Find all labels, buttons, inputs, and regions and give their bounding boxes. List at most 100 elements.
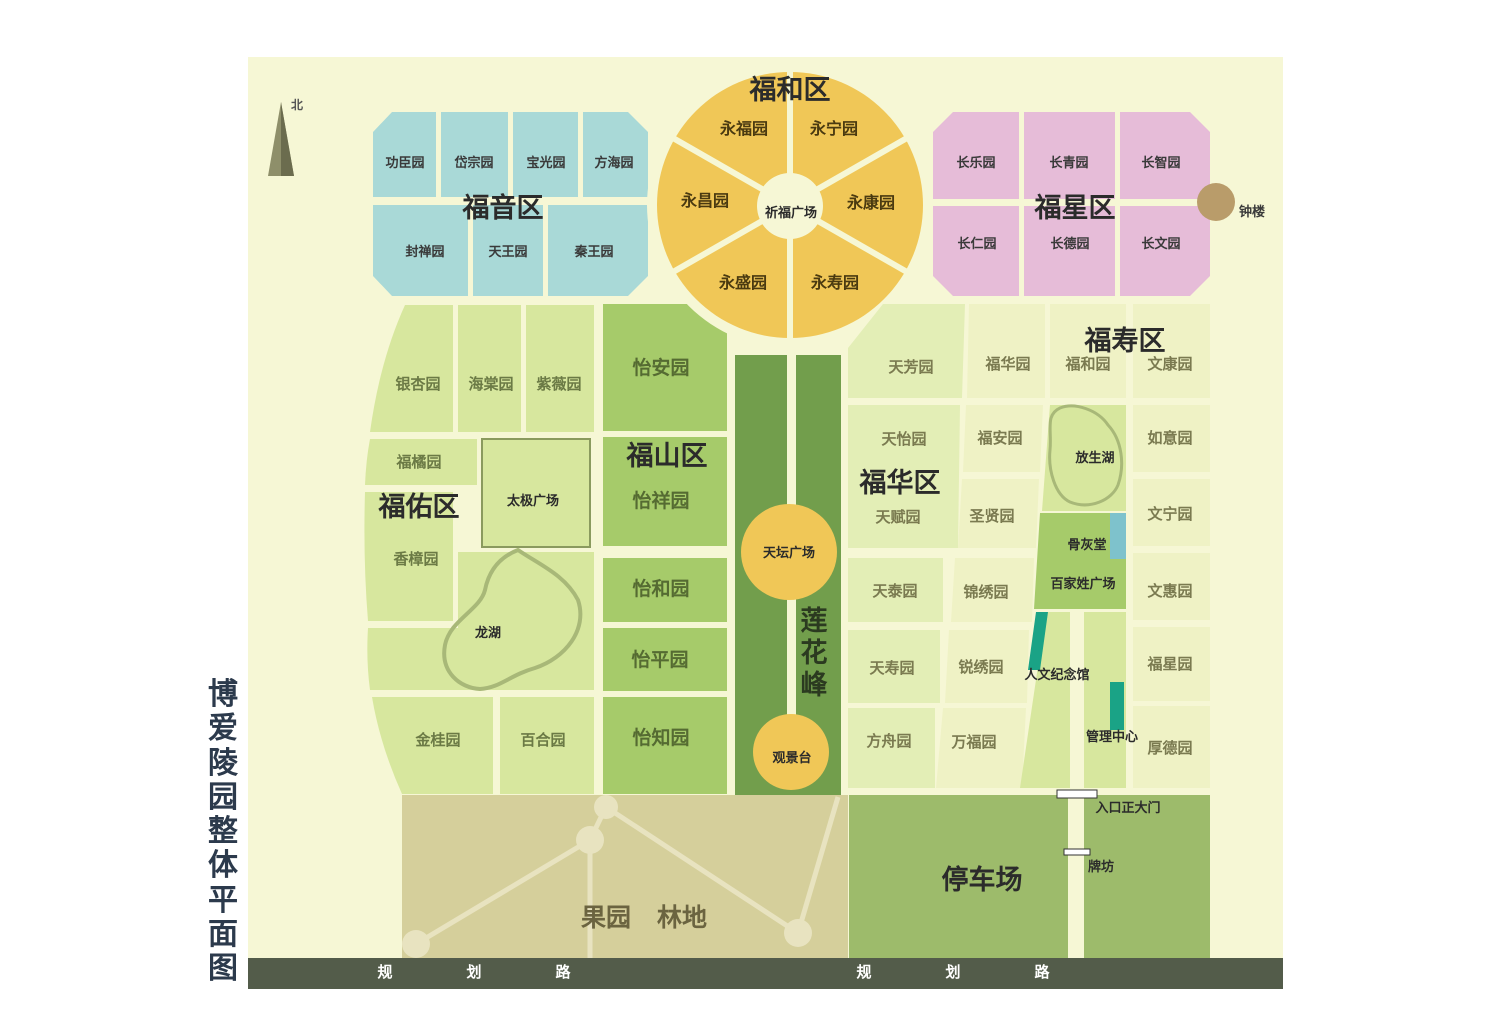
garden-label: 方舟园 (866, 732, 911, 750)
garden-plot[interactable] (967, 304, 1045, 398)
garden-plot[interactable] (963, 405, 1043, 472)
lookout-platform[interactable] (753, 714, 829, 790)
garden-plot[interactable] (1133, 479, 1210, 546)
gate-marker[interactable] (1056, 789, 1098, 799)
taiji-plaza[interactable] (481, 438, 591, 548)
garden-label: 天怡园 (881, 430, 926, 448)
garden-plot[interactable] (458, 305, 521, 432)
garden-plot[interactable] (933, 112, 1019, 199)
garden-plot[interactable] (958, 479, 1039, 548)
garden-plot[interactable] (848, 558, 943, 622)
garden-plot[interactable] (1120, 112, 1210, 199)
orchard-node (402, 930, 430, 958)
garden-label: 天寿园 (869, 659, 914, 677)
garden-label: 银杏园 (395, 375, 440, 393)
garden-plot[interactable] (441, 112, 508, 197)
garden-plot[interactable] (848, 630, 940, 703)
garden-plot[interactable] (1133, 405, 1210, 472)
archway-label: 牌坊 (1088, 859, 1114, 875)
garden-label: 封禅园 (405, 244, 444, 260)
garden-plot[interactable] (603, 558, 727, 622)
fangsheng-area[interactable] (1042, 405, 1126, 511)
district-name-fuyou: 福佑区 (378, 492, 460, 523)
garden-label: 怡知园 (632, 726, 689, 749)
district-name-fuxing: 福星区 (1034, 193, 1116, 224)
qifu-plaza[interactable] (757, 173, 823, 239)
garden-plot[interactable] (1133, 706, 1210, 788)
garden-plot[interactable] (370, 305, 453, 432)
garden-plot[interactable] (365, 439, 477, 485)
road-label: 路 (555, 963, 571, 981)
garden-plot[interactable] (1024, 206, 1115, 296)
dragon-lake[interactable] (442, 547, 583, 692)
garden-plot[interactable] (848, 405, 960, 548)
title-char: 面 (208, 917, 238, 953)
garden-label: 天泰园 (872, 582, 917, 600)
garden-plot[interactable] (548, 205, 648, 296)
main-gate-label: 入口正大门 (1095, 800, 1160, 816)
garden-plot[interactable] (848, 304, 965, 398)
columbarium-marker[interactable] (1110, 513, 1126, 559)
compass-label: 北 (291, 97, 303, 112)
garden-plot[interactable] (373, 205, 468, 296)
title-char: 平 (208, 882, 238, 918)
garden-plot[interactable] (372, 697, 493, 794)
garden-plot[interactable] (848, 708, 935, 788)
garden-plot[interactable] (603, 697, 727, 794)
garden-plot[interactable] (513, 112, 578, 197)
garden-label: 文惠园 (1147, 582, 1192, 600)
fuhe-district (647, 62, 933, 348)
lake-area[interactable] (367, 552, 594, 690)
memorial-strip[interactable] (1020, 612, 1070, 788)
woodland-label: 林地 (657, 903, 707, 932)
bell-tower-marker[interactable] (1197, 183, 1235, 221)
garden-plot[interactable] (1133, 304, 1210, 398)
garden-plot[interactable] (1120, 206, 1210, 296)
garden-plot[interactable] (473, 205, 543, 296)
north-arrow-shadow (281, 102, 294, 176)
title-char: 体 (208, 848, 238, 884)
parking-label: 停车场 (942, 864, 1023, 896)
garden-label: 永盛园 (718, 273, 767, 292)
title-char: 图 (208, 951, 238, 987)
fangsheng-lake[interactable] (1048, 404, 1124, 507)
garden-plot[interactable] (951, 558, 1034, 622)
garden-plot[interactable] (1133, 553, 1210, 620)
garden-plot[interactable] (1133, 627, 1210, 701)
garden-plot[interactable] (945, 630, 1029, 703)
garden-label: 文康园 (1147, 355, 1192, 373)
tiantan-plaza[interactable] (741, 504, 837, 600)
title-char: 整 (208, 814, 238, 850)
garden-label: 紫薇园 (536, 375, 581, 393)
garden-plot[interactable] (583, 112, 648, 197)
garden-plot[interactable] (1024, 112, 1115, 199)
dragon-lake-label: 龙湖 (475, 625, 501, 641)
title-char: 园 (208, 779, 238, 815)
garden-plot[interactable] (603, 304, 727, 431)
parking-lot[interactable] (1084, 795, 1210, 958)
garden-plot[interactable] (603, 628, 727, 691)
garden-plot[interactable] (936, 708, 1026, 788)
garden-label: 金桂园 (414, 731, 460, 749)
parking-area (849, 789, 1210, 958)
garden-plot[interactable] (1050, 304, 1126, 398)
district-name-fushan: 福山区 (626, 441, 708, 472)
orchard-label: 果园 (581, 903, 631, 932)
garden-plot[interactable] (500, 697, 594, 794)
memorial-hall-marker[interactable] (1028, 612, 1048, 670)
road-label: 划 (945, 963, 960, 981)
planned-road (248, 958, 1283, 989)
garden-plot[interactable] (603, 437, 727, 546)
garden-plot[interactable] (933, 206, 1019, 296)
garden-plot[interactable] (364, 492, 453, 621)
management-marker[interactable] (1110, 682, 1124, 730)
columbarium-block[interactable] (1034, 513, 1126, 609)
district-name-fuhe: 福和区 (749, 75, 831, 106)
garden-plot[interactable] (373, 112, 436, 197)
parking-lot[interactable] (849, 795, 1068, 958)
archway-marker[interactable] (1063, 848, 1091, 856)
garden-plot[interactable] (526, 305, 594, 432)
garden-label: 长文园 (1141, 236, 1180, 252)
garden-label: 万福园 (950, 733, 996, 751)
garden-label: 怡平园 (631, 648, 688, 671)
